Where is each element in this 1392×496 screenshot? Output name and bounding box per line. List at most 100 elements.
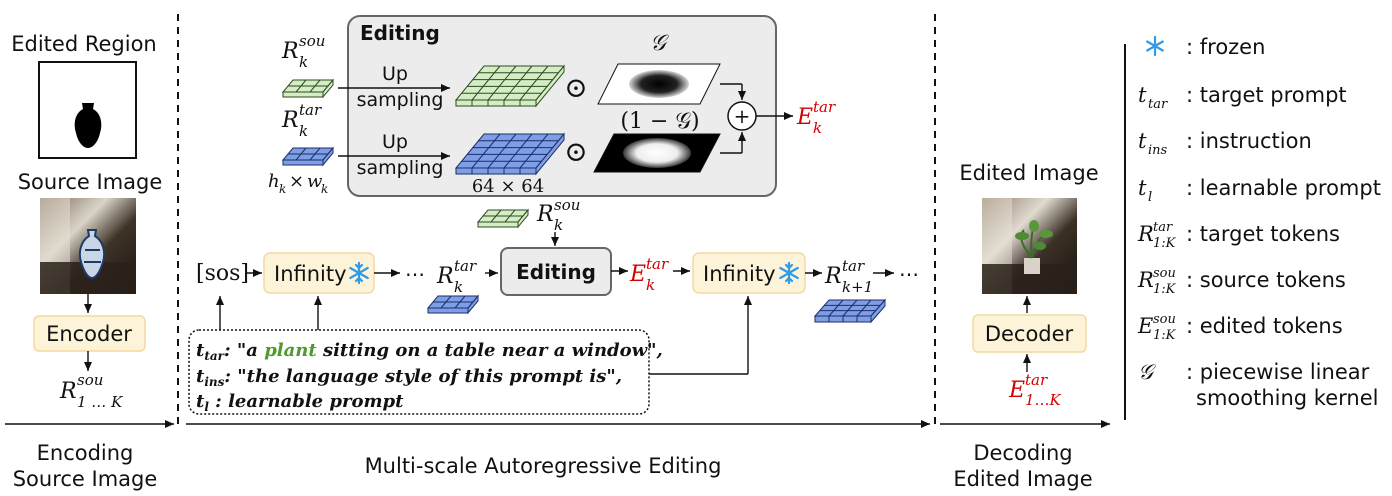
svg-text:l: l (1148, 190, 1152, 205)
svg-text:1 … K: 1 … K (77, 393, 123, 411)
edited-region-title: Edited Region (11, 32, 156, 56)
svg-text:R: R (281, 108, 299, 133)
edited-image-title: Edited Image (959, 161, 1098, 185)
prompt-instruction: tins: "the language style of this prompt… (196, 366, 622, 389)
small-grid-above-editing (476, 208, 530, 229)
r-k-tar-label: R tar k (436, 257, 477, 296)
plus-sign: + (734, 104, 751, 128)
sos-token: [sos] (196, 261, 249, 286)
r-sou-above-label: R sou k (536, 196, 580, 234)
decoding-label-line1: Decoding (973, 441, 1072, 465)
editing-output-label: E tar k (796, 98, 836, 137)
svg-text:k: k (554, 216, 563, 234)
svg-text:sou: sou (77, 371, 103, 389)
svg-text:E: E (796, 105, 813, 130)
svg-text:R: R (536, 202, 554, 227)
snowflake-icon (779, 261, 799, 285)
svg-text:sou: sou (1153, 312, 1176, 327)
medium-grid-rk1 (813, 298, 887, 324)
legend-text: : instruction (1186, 129, 1312, 153)
source-image (40, 198, 136, 294)
upsampling-top-line1: Up (382, 63, 408, 85)
ellipsis-2: ⋯ (899, 262, 919, 286)
svg-text:sou: sou (1153, 266, 1176, 281)
svg-text:k: k (646, 276, 655, 294)
legend-symbol: 𝒢 (1138, 360, 1156, 384)
legend-symbol: t (1138, 129, 1147, 153)
upsampling-bottom-line1: Up (382, 131, 408, 153)
legend-text: smoothing kernel (1196, 386, 1378, 410)
large-grid-dims: 64 × 64 (472, 176, 544, 197)
svg-text:tar: tar (1025, 371, 1048, 389)
svg-text:sou: sou (554, 196, 580, 214)
mask-g-label: 𝒢 (650, 31, 669, 56)
svg-text:w: w (307, 171, 323, 192)
mask-one-minus-g-label: (1 − 𝒢) (620, 109, 699, 134)
legend-text: : target prompt (1186, 83, 1347, 107)
svg-text:tar: tar (646, 255, 669, 273)
svg-text:tar: tar (1153, 220, 1173, 235)
legend-text: : target tokens (1186, 222, 1340, 246)
large-grid-source (454, 64, 566, 108)
legend-symbol: R (1137, 222, 1154, 246)
svg-text:sou: sou (299, 32, 325, 50)
infinity-label-1: Infinity (274, 262, 347, 286)
target-tokens-label: E tar 1…K (1008, 371, 1062, 409)
svg-text:k+1: k+1 (842, 278, 873, 296)
svg-text:×: × (289, 171, 304, 192)
svg-text:tar: tar (842, 257, 865, 275)
svg-text:k: k (279, 182, 286, 196)
svg-text:tar: tar (1148, 97, 1168, 112)
source-tokens-label: R sou 1 … K (59, 371, 123, 411)
upsampling-top-line2: sampling (357, 89, 444, 111)
svg-text:1:K: 1:K (1153, 328, 1177, 343)
small-grid-dims: h k × w k (268, 171, 328, 196)
svg-text:k: k (813, 119, 822, 137)
snowflake-icon (1146, 35, 1164, 57)
svg-text:tar: tar (454, 257, 477, 275)
legend-text: : frozen (1186, 35, 1265, 59)
svg-text:k: k (321, 182, 328, 196)
svg-text:R: R (436, 264, 454, 289)
r-k1-tar-label: R tar k+1 (824, 257, 873, 296)
svg-text:R: R (59, 379, 77, 404)
encoding-label-line1: Encoding (37, 441, 134, 465)
large-grid-target (454, 132, 566, 176)
legend-text: : piecewise linear (1186, 360, 1370, 384)
small-grid-rk (426, 294, 480, 315)
svg-text:R: R (281, 39, 299, 64)
svg-text:k: k (299, 53, 308, 71)
legend-text: : edited tokens (1186, 314, 1343, 338)
editing-module-title: Editing (360, 21, 440, 45)
legend-symbol: t (1138, 83, 1147, 107)
odot-top: ⊙ (564, 71, 587, 104)
encoding-label-line2: Source Image (13, 467, 158, 491)
ellipsis-1: ⋯ (405, 262, 425, 286)
legend-symbol: t (1138, 176, 1147, 200)
prompt-learnable: tl : learnable prompt (196, 391, 404, 414)
legend-text: : learnable prompt (1186, 176, 1381, 200)
svg-text:1:K: 1:K (1153, 282, 1177, 297)
mask-g (597, 63, 721, 105)
e-k-tar-label: E tar k (629, 255, 669, 294)
editing-label-pipeline: Editing (516, 260, 596, 284)
multiscale-label: Multi-scale Autoregressive Editing (365, 454, 722, 478)
mask-one-minus-g (593, 133, 721, 173)
encoder-box (33, 315, 146, 352)
legend-symbol: E (1137, 314, 1153, 338)
svg-text:1…K: 1…K (1025, 391, 1062, 409)
decoder-label: Decoder (985, 322, 1074, 346)
upsampling-bottom-line2: sampling (357, 157, 444, 179)
infinity-label-2: Infinity (703, 262, 776, 286)
legend-text: : source tokens (1186, 268, 1346, 292)
decoding-label-line2: Edited Image (953, 467, 1092, 491)
r-sou-label: R sou k (281, 32, 325, 71)
decoder-box (972, 314, 1087, 353)
